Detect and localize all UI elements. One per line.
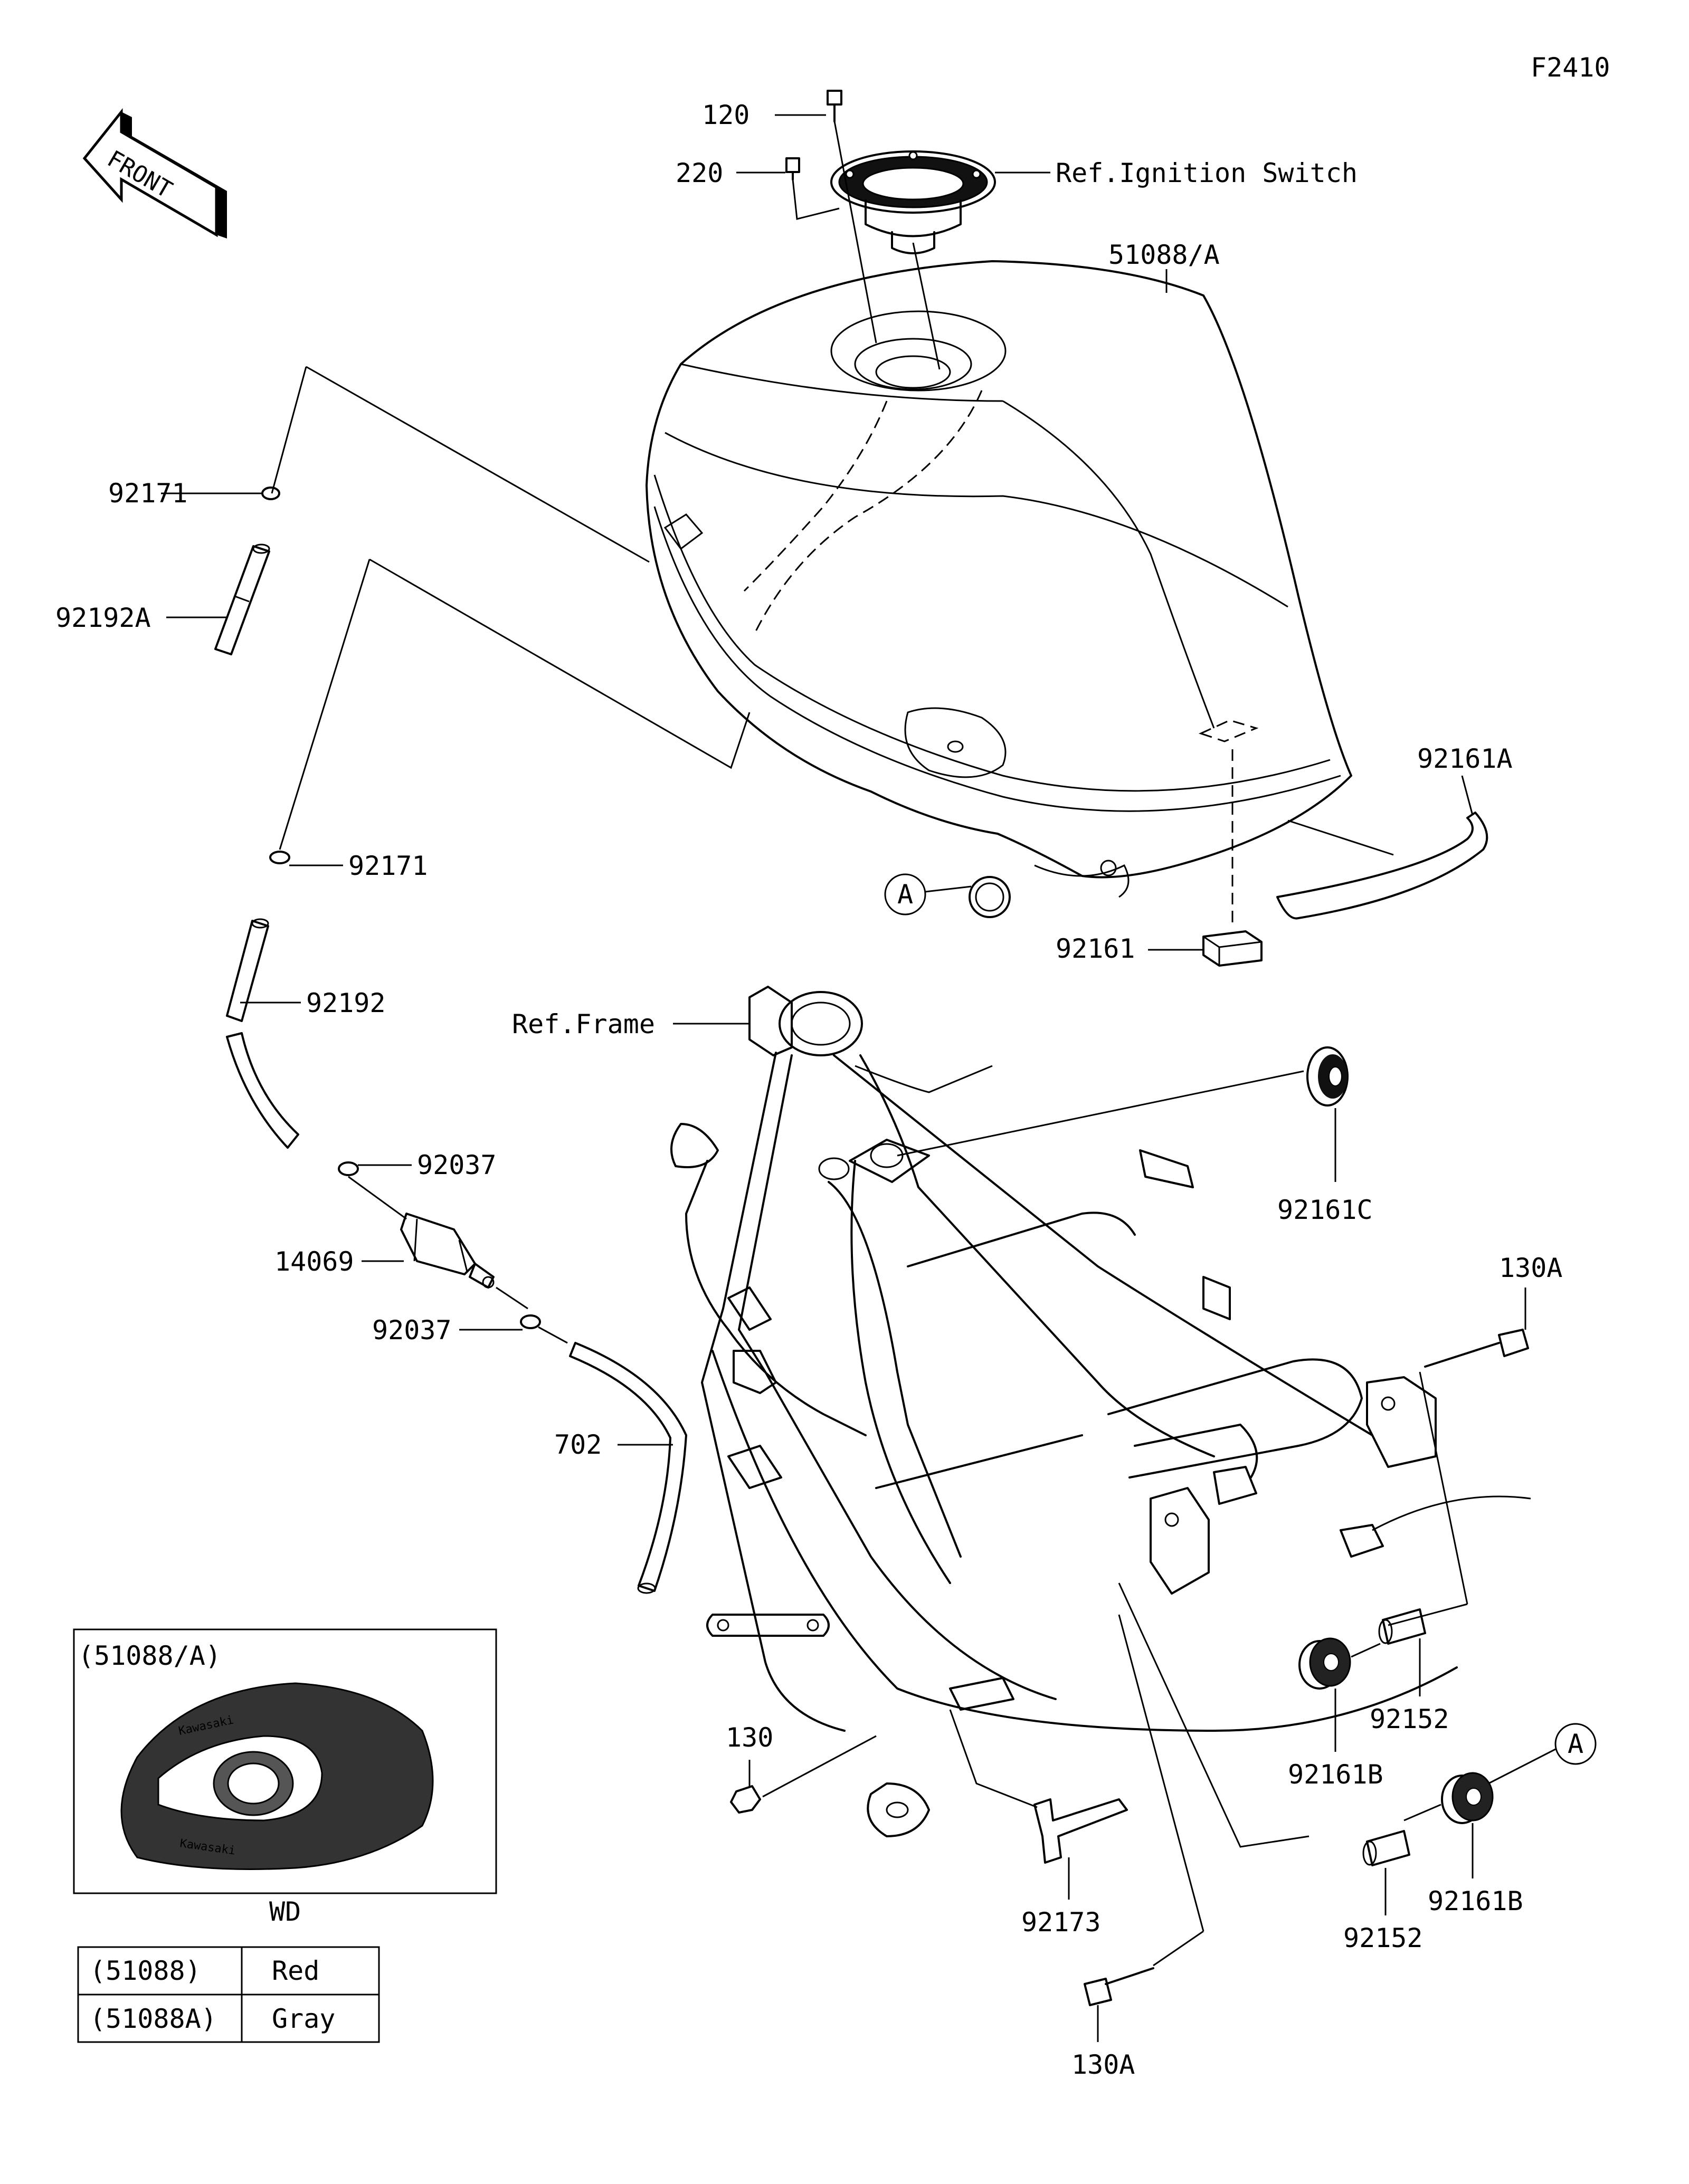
bolt-130A-bot [1084,1967,1154,2006]
hose-92192 [226,918,299,1149]
color-table-part-2: (51088A) [90,2004,217,2034]
grommet-92161B-top [1298,1637,1351,1690]
label-130A-top: 130A [1499,1253,1562,1283]
inset-caption: WD [269,1896,301,1927]
mark-a-bot-label: A [1568,1729,1583,1759]
color-table-color-2: Gray [272,2004,335,2034]
label-92161B-top: 92161B [1288,1759,1383,1790]
label-92173: 92173 [1021,1907,1101,1938]
label-92161B-bot: 92161B [1428,1886,1523,1916]
label-120: 120 [702,100,749,130]
bolt-130A-top [1424,1329,1529,1368]
label-220: 220 [676,158,723,188]
frame [670,986,1531,1837]
color-table-part-1: (51088) [90,1956,201,1986]
ref-ignition-switch: Ref.Ignition Switch [1056,158,1358,188]
clamp-92171-mid [269,851,290,864]
color-table-color-1: Red [272,1956,319,1986]
damper-92161A [1276,812,1488,920]
damper-92161 [1202,930,1263,967]
label-14069: 14069 [274,1246,354,1277]
label-51088A: 51088/A [1108,240,1220,270]
label-92192A: 92192A [55,603,151,633]
clamp-92037-top [338,1161,359,1176]
label-92037-bot: 92037 [372,1315,452,1346]
sleeve-92152-bot [1362,1830,1410,1866]
label-702: 702 [554,1429,602,1460]
fuel-tank-51088 [646,260,1352,918]
fuel-cap-assembly [830,150,996,254]
label-92161A: 92161A [1417,743,1513,774]
label-92152-top: 92152 [1370,1704,1449,1734]
screw-120-icon [827,90,842,122]
label-130: 130 [726,1722,773,1753]
label-92171-top: 92171 [108,478,188,509]
label-130A-bot: 130A [1071,2049,1135,2080]
label-92037-top: 92037 [417,1150,497,1180]
fuel-filter-14069 [400,1213,495,1289]
sleeve-92152-top [1378,1608,1426,1645]
mark-a-top [884,873,926,915]
mark-a-bot [1554,1723,1597,1765]
screw-220-icon [785,157,800,180]
ref-frame: Ref.Frame [512,1009,655,1039]
grommet-92161C [1306,1046,1349,1107]
mark-a-top-label: A [897,879,913,910]
label-92192: 92192 [306,988,386,1018]
inset-title: (51088/A) [78,1641,221,1671]
label-92171-mid: 92171 [348,851,428,881]
clamp-92171-top [261,487,280,500]
color-table: (51088) Red (51088A) Gray [77,1946,380,2043]
label-92152-bot: 92152 [1343,1923,1423,1953]
hose-702 [569,1342,687,1594]
label-92161C: 92161C [1277,1195,1373,1225]
hose-92192A [214,543,270,655]
bracket-92173 [1033,1798,1128,1864]
figure-id: F2410 [1531,52,1610,83]
inset-51088A: (51088/A) Kawasaki Kawasaki [73,1628,497,1894]
grommet-92161B-bot [1441,1772,1494,1824]
label-92161: 92161 [1056,933,1135,964]
front-arrow-icon: FRONT [82,108,227,239]
bolt-130 [730,1785,761,1814]
clamp-92037-bot [520,1314,541,1329]
